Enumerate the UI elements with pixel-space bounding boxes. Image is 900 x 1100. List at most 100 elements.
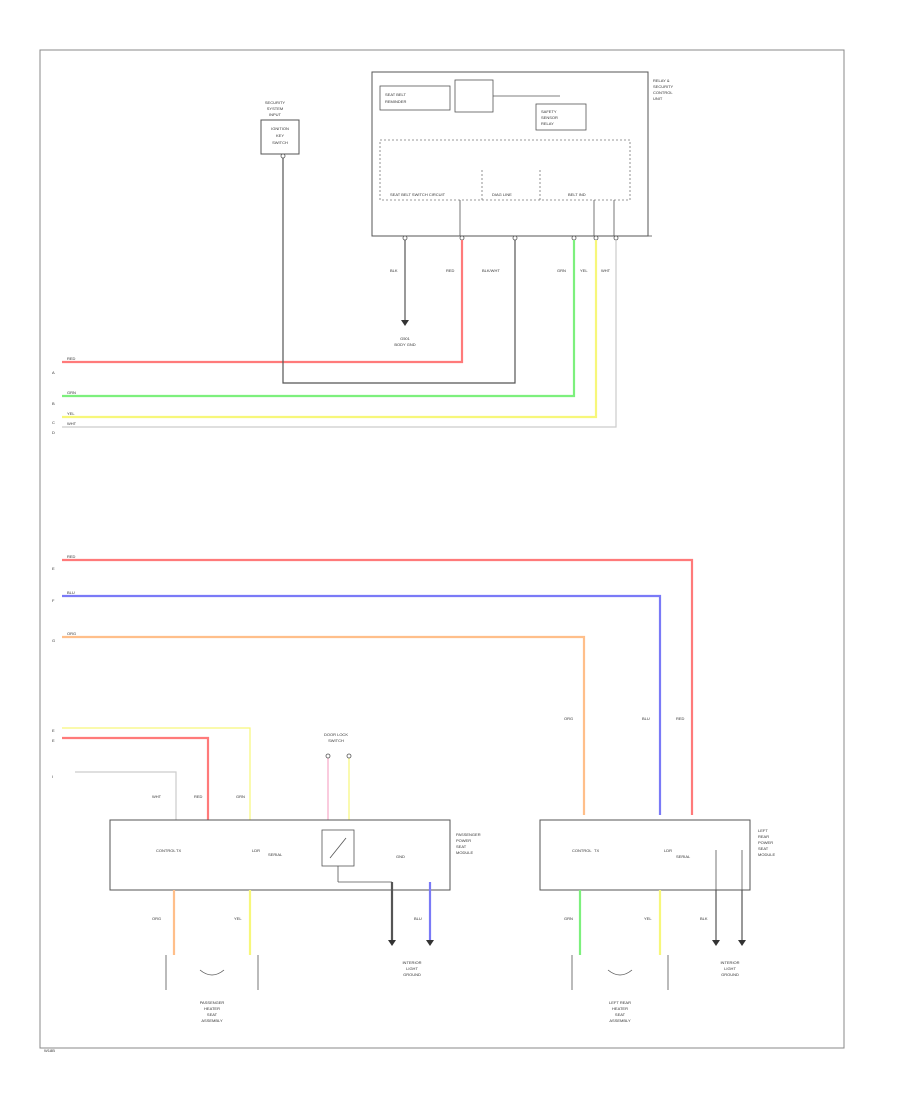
lrsm-lbl-serial: SERIAL xyxy=(676,854,691,859)
upper-wire-wht: WHT xyxy=(601,268,611,273)
door-lock-title-2: SWITCH xyxy=(328,738,344,743)
wire-label-wht-d: WHT xyxy=(67,421,77,426)
wire-label-red-a: RED xyxy=(67,356,76,361)
seat-belt-reminder-1: SEAT BELT xyxy=(385,92,406,97)
wire-label-yel-c: YEL xyxy=(67,411,75,416)
upper-ground-label-1: G501 xyxy=(400,336,411,341)
upper-wire-grn: GRN xyxy=(557,268,566,273)
lrsm-title-5: MODULE xyxy=(758,852,775,857)
connector-h1: E xyxy=(52,728,55,733)
connector-e: E xyxy=(52,566,55,571)
upper-wire-red: RED xyxy=(446,268,455,273)
left-rear-seat-module: LEFT REAR POWER SEAT MODULE CONTROL TX L… xyxy=(539,716,775,1023)
lrsm-wire-blk: BLK xyxy=(700,916,708,921)
lrsm-title-1: LEFT xyxy=(758,828,768,833)
right-heater-title-4: ASSEMBLY xyxy=(609,1018,631,1023)
unit-title-1: RELAY & xyxy=(653,78,670,83)
lrsm-lbl-ctrl: CONTROL xyxy=(572,848,592,853)
red-wire-lower xyxy=(62,558,694,815)
yellow-wire-upper xyxy=(62,240,598,419)
lrsm-wire-blu: BLU xyxy=(642,716,650,721)
unit-title-3: CONTROL xyxy=(653,90,673,95)
psm-lbl-tx: TX xyxy=(176,848,181,853)
psm-wire-blu: BLU xyxy=(414,916,422,921)
psm-wire-org: ORG xyxy=(152,916,161,921)
unit-title-2: SECURITY xyxy=(653,84,674,89)
unit-section-b: DIAG LINE xyxy=(492,192,512,197)
right-interior-title-3: GROUND xyxy=(721,972,739,977)
lrsm-title-4: SEAT xyxy=(758,846,769,851)
left-interior-title-1: INTERIOR xyxy=(402,960,421,965)
red-wire-lower-left xyxy=(62,736,210,820)
wire-label-grn-b: GRN xyxy=(67,390,76,395)
security-unit-title-3: INPUT xyxy=(269,112,282,117)
passenger-seat-module: E E I DOOR LOCK SWITCH PASSENGER POWER S… xyxy=(52,727,481,1023)
door-lock-title-1: DOOR LOCK xyxy=(324,732,348,737)
psm-wire-wht: WHT xyxy=(152,794,162,799)
seat-belt-reminder-2: REMINDER xyxy=(385,99,406,104)
upper-wire-yel: YEL xyxy=(580,268,588,273)
upper-wires: G501 BODY GND BLK RED BLK/WHT GRN YEL WH… xyxy=(62,158,617,428)
black-wire-upper xyxy=(282,158,516,384)
psm-wire-grn: GRN xyxy=(236,794,245,799)
connector-f: F xyxy=(52,598,55,603)
connector-b: B xyxy=(52,401,55,406)
left-connectors-upper: A B C D RED GRN YEL WHT xyxy=(52,356,77,435)
lrsm-title-3: POWER xyxy=(758,840,773,845)
orange-wire-lower xyxy=(62,635,586,815)
upper-wire-blk: BLK xyxy=(390,268,398,273)
yellow-wire-lower-left xyxy=(62,727,251,820)
upper-wire-blkwht: BLK/WHT xyxy=(482,268,500,273)
upper-ground-label-2: BODY GND xyxy=(394,342,415,347)
diagram-frame xyxy=(39,49,845,1049)
connector-i: I xyxy=(52,774,53,779)
left-heater-title-1: PASSENGER xyxy=(200,1000,225,1005)
connector-a: A xyxy=(52,370,55,375)
connector-c: C xyxy=(52,420,55,425)
psm-lbl-ldr: LDR xyxy=(252,848,260,853)
connector-h2: E xyxy=(52,738,55,743)
lrsm-wire-red: RED xyxy=(676,716,685,721)
left-heater-title-2: HEATER xyxy=(204,1006,220,1011)
key-switch-label-2: KEY xyxy=(276,133,284,138)
left-interior-title-3: GROUND xyxy=(403,972,421,977)
psm-wire-yel: YEL xyxy=(234,916,242,921)
left-interior-title-2: LIGHT xyxy=(406,966,418,971)
key-switch-label-3: SWITCH xyxy=(272,140,288,145)
white-wire-upper xyxy=(62,240,617,428)
left-heater-title-3: SEAT xyxy=(207,1012,218,1017)
right-heater-title-2: HEATER xyxy=(612,1006,628,1011)
lrsm-lbl-tx: TX xyxy=(594,848,599,853)
psm-title-4: MODULE xyxy=(456,850,473,855)
psm-lbl-serial: SERIAL xyxy=(268,852,283,857)
lrsm-title-2: REAR xyxy=(758,834,769,839)
unit-pins xyxy=(402,235,619,241)
unit-section-c: BELT IND xyxy=(568,192,586,197)
right-heater-title-1: LEFT REAR xyxy=(609,1000,631,1005)
psm-title-3: SEAT xyxy=(456,844,467,849)
security-unit-title-1: SECURITY xyxy=(265,100,286,105)
psm-lbl-gnd: GND xyxy=(396,854,405,859)
psm-title-1: PASSENGER xyxy=(456,832,481,837)
psm-lbl-ctrl: CONTROL xyxy=(156,848,176,853)
wire-label-red-e: RED xyxy=(67,554,76,559)
white-wire-lower-left xyxy=(75,771,177,820)
safety-relay-1: SAFETY xyxy=(541,109,557,114)
lrsm-wire-yel: YEL xyxy=(644,916,652,921)
unit-section-a: SEAT BELT SWITCH CIRCUIT xyxy=(390,192,446,197)
key-switch-label-1: IGNITION xyxy=(271,126,289,131)
relay-control-unit: RELAY & SECURITY CONTROL UNIT SEAT BELT … xyxy=(371,71,674,237)
safety-relay-2: SENSOR xyxy=(541,115,558,120)
psm-title-2: POWER xyxy=(456,838,471,843)
green-wire-upper xyxy=(62,240,576,398)
wire-label-blu-f: BLU xyxy=(67,590,75,595)
safety-relay-3: RELAY xyxy=(541,121,554,126)
unit-title-4: UNIT xyxy=(653,96,663,101)
ground-symbol xyxy=(401,320,409,326)
lower-long-wires: E F G RED BLU ORG xyxy=(52,554,694,815)
blue-wire-lower xyxy=(62,594,662,815)
left-heater-title-4: ASSEMBLY xyxy=(201,1018,223,1023)
right-heater-title-3: SEAT xyxy=(615,1012,626,1017)
wire-label-org-g: ORG xyxy=(67,631,76,636)
